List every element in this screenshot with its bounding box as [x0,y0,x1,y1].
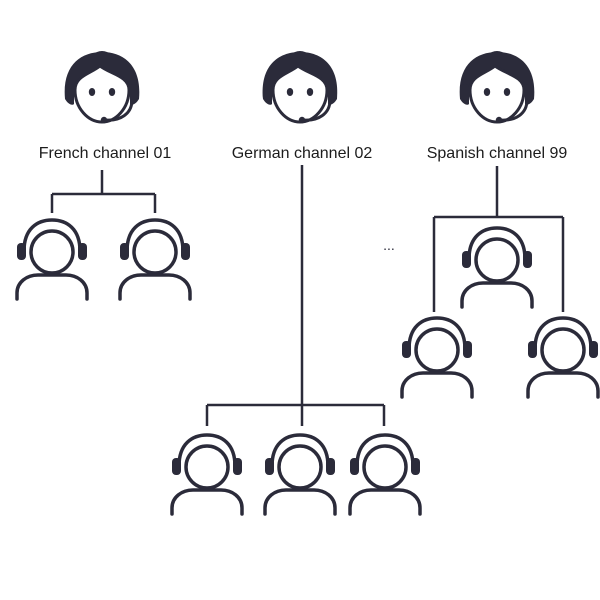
agent-headset-icon [400,316,474,399]
channel-spanish: Spanish channel 99 [400,49,600,399]
agent-headset-icon [118,218,192,301]
connector-line [432,166,565,312]
agent-headset-icon [170,433,244,516]
channel-label: German channel 02 [232,145,373,162]
connector-line [205,165,386,426]
channel-french: French channel 01 [15,49,192,301]
supervisor-headset-icon [63,49,141,125]
agent-headset-icon [526,316,600,399]
more-channels-ellipsis: ... [383,237,395,253]
agent-headset-icon [263,433,337,516]
agent-headset-icon [348,433,422,516]
channel-label: French channel 01 [39,145,172,162]
channel-label: Spanish channel 99 [427,145,568,162]
channel-german: German channel 02 [170,49,422,516]
supervisor-headset-icon [458,49,536,125]
agent-headset-icon [460,226,534,309]
agent-headset-icon [15,218,89,301]
connector-line [50,170,157,213]
supervisor-headset-icon [261,49,339,125]
